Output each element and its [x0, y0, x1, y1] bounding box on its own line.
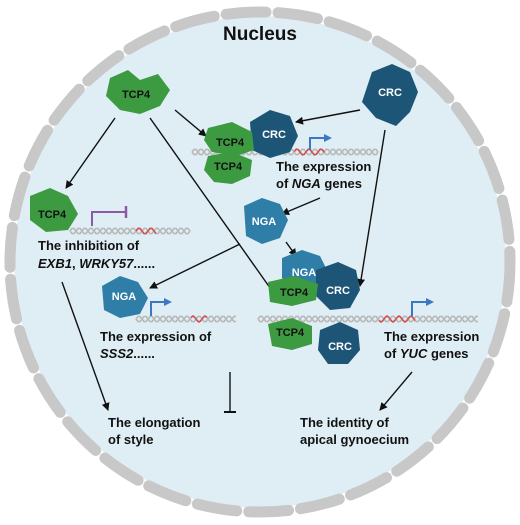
- gynoecium-identity-label-line1: The identity of: [300, 415, 390, 430]
- tcp4-label: TCP4: [280, 287, 309, 299]
- diagram-title: Nucleus: [223, 24, 297, 45]
- dna-strand-exb1: [69, 227, 191, 235]
- crc-label: CRC: [326, 285, 350, 297]
- tcp4-label: TCP4: [122, 89, 151, 101]
- nga-expression-label-line1: The expression: [276, 159, 371, 174]
- arrow-tcp4-to-complex: [174, 109, 207, 137]
- style-elongation-label-line1: The elongation: [108, 415, 201, 430]
- interaction-arrows: [61, 109, 413, 413]
- dna-strand-sss2: [135, 315, 236, 323]
- nucleus-envelope: [4, 6, 516, 518]
- crc-label: CRC: [262, 129, 286, 141]
- tcp4-label: TCP4: [214, 161, 243, 173]
- nga-label: NGA: [112, 291, 137, 303]
- dna-layer: [69, 148, 478, 323]
- arrow-crc-to-lower-complex: [357, 129, 386, 287]
- arrow-tcp4-to-inhibition: [65, 117, 116, 189]
- arrow-crc-to-complex: [295, 109, 361, 125]
- inhibition-label-line2: EXB1, WRKY57......: [38, 256, 155, 271]
- nga-sss2-protein: NGA: [102, 276, 148, 318]
- arrow-tcp4-to-lower-complex: [149, 117, 281, 303]
- gynoecium-identity-label-line2: apical gynoecium: [300, 432, 409, 447]
- activation-promoter-arrow-sss2: [150, 298, 172, 316]
- arrow-yuc-to-identity: [379, 371, 413, 411]
- yuc-expression-label-line2: of YUC genes: [384, 346, 469, 361]
- tcp4-label: TCP4: [276, 327, 305, 339]
- crc-label: CRC: [378, 87, 402, 99]
- nga-free-protein: NGA: [244, 198, 288, 244]
- arrow-expression-to-nga: [281, 197, 321, 215]
- tcp4-label: TCP4: [38, 209, 67, 221]
- inhibition-label-line1: The inhibition of: [38, 238, 140, 253]
- arrow-nga-to-sss2: [149, 243, 241, 289]
- nga-label: NGA: [292, 267, 317, 279]
- tcp4-inhibition-protein: TCP4: [30, 188, 78, 232]
- style-elongation-label-line2: of style: [108, 432, 154, 447]
- nga-expression-label-line2: of NGA genes: [276, 176, 362, 191]
- yuc-expression-label-line1: The expression: [384, 329, 479, 344]
- sss2-expression-label-line1: The expression of: [100, 329, 212, 344]
- tcp4-crc-complex-upper: CRC TCP4 TCP4: [204, 110, 298, 184]
- tcp4-free-protein: TCP4: [106, 70, 170, 114]
- inhibition-promoter-bar-exb1: [91, 206, 128, 226]
- sss2-expression-label-line2: SSS2......: [100, 346, 155, 361]
- nga-crc-tcp4-complex-lower: NGA CRC TCP4 TCP4 CRC: [268, 250, 360, 364]
- activation-promoter-arrow-nga: [309, 134, 332, 150]
- activation-promoter-arrow-yuc: [411, 298, 434, 316]
- nga-label: NGA: [252, 216, 277, 228]
- crc-label: CRC: [328, 341, 352, 353]
- tcp4-label: TCP4: [216, 137, 245, 149]
- arrow-inhibition-to-elongation: [61, 281, 110, 411]
- crc-free-protein: CRC: [362, 64, 418, 126]
